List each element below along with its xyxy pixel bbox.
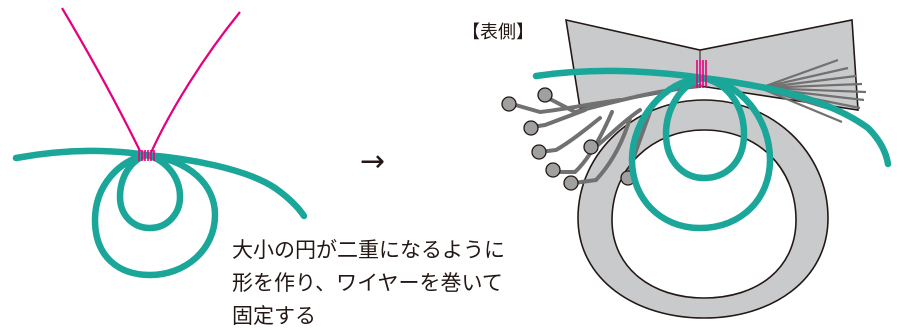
wire-end-right [148, 11, 241, 156]
berry [563, 175, 579, 191]
right-front-illustration [501, 18, 892, 319]
wire-binding [138, 150, 155, 161]
outer-loop [12, 147, 308, 279]
step-arrow: → [360, 144, 386, 179]
berry [501, 96, 517, 112]
mizuhiki-loops [532, 67, 892, 232]
caption: 大小の円が二重になるように 形を作り、ワイヤーを巻いて 固定する [232, 234, 505, 333]
caption-line: 形を作り、ワイヤーを巻いて [232, 271, 503, 295]
left-loop-illustration [12, 7, 308, 279]
caption-line: 固定する [232, 304, 316, 328]
fan-shape [565, 18, 859, 111]
caption-line: 大小の円が二重になるように [232, 238, 505, 262]
inner-loop [662, 74, 748, 182]
mizuhiki-cord [532, 67, 892, 168]
berry [583, 139, 599, 155]
front-side-label: 【表側】 [462, 22, 534, 43]
inner-loop [116, 151, 184, 232]
berry [537, 87, 553, 103]
wire-binding [696, 60, 707, 88]
berry [545, 162, 561, 178]
berries [501, 87, 636, 191]
outer-loop [628, 74, 774, 232]
wire-end-left [61, 7, 143, 156]
berry [523, 120, 539, 136]
ring-outer [577, 99, 829, 319]
berry [531, 144, 547, 160]
